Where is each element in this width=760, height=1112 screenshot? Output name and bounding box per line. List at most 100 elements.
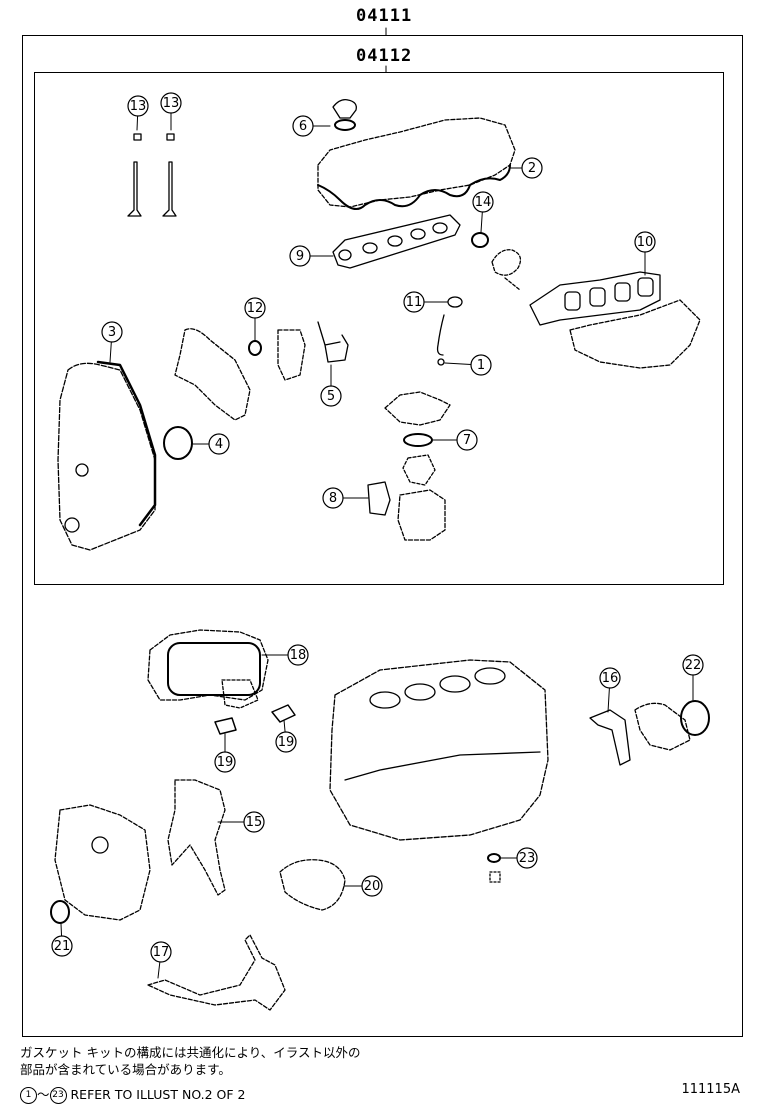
pipe-gasket-part [436,314,445,356]
callout-leader [157,961,161,979]
callout-number: 22 [685,658,702,673]
intake-manifold-gasket-part [332,214,461,269]
callout-circle [361,875,383,897]
callout-c14: 14 [472,191,494,233]
callout-number: 13 [130,99,147,114]
callout-c3: 3 [101,321,123,363]
figure-id: 111115A [681,1082,740,1097]
callout-c13b: 13 [160,92,182,131]
head-gasket-part [147,629,269,709]
callout-c20: 20 [343,875,383,897]
callout-circle [292,115,314,137]
callout-circle [208,433,230,455]
callout-circle [403,291,425,313]
callout-circle [160,92,182,114]
exhaust-manifold-gasket-part [529,271,701,369]
refer-note: 1〜23 REFER TO ILLUST NO.2 OF 2 [20,1086,246,1104]
callout-c1: 1 [444,354,492,376]
callout-number: 12 [247,301,264,316]
callout-number: 2 [528,161,536,176]
callout-number: 18 [290,648,307,663]
callout-circle [472,191,494,213]
callout-number: 7 [463,433,471,448]
bracket-gasket-part [317,321,349,363]
callout-circle [322,487,344,509]
callout-c8: 8 [322,487,369,509]
callout-number: 5 [327,389,335,404]
valve-seal-part [127,133,177,217]
callout-c18: 18 [261,644,309,666]
callout-number: 21 [54,939,71,954]
callout-number: 11 [406,295,423,310]
timing-cover-gasket-part [57,360,157,551]
callout-circle [243,811,265,833]
callout-number: 9 [296,249,304,264]
cover-plate-part [174,328,251,421]
outer-kit-code: 04111 [356,6,413,26]
callout-circle [320,385,342,407]
callout-c7: 7 [431,429,478,451]
callout-c6: 6 [292,115,331,137]
callout-circle [516,847,538,869]
callout-number: 19 [217,755,234,770]
outer-kit-frame [22,35,743,1037]
kit-note-line-2: 部品が含まれている場合があります。 [20,1062,231,1077]
callout-c4: 4 [191,433,230,455]
callout-number: 3 [108,325,116,340]
callout-number: 4 [215,437,223,452]
callout-number: 17 [153,945,170,960]
callout-circle [127,95,149,117]
callout-circle [634,231,656,253]
housing-part [491,249,522,291]
callout-number: 15 [246,815,263,830]
callout-number: 19 [278,735,295,750]
callout-circle [456,429,478,451]
cylinder-block-part [329,659,549,841]
callout-c11: 11 [403,291,449,313]
callout-number: 20 [364,879,381,894]
callout-circle [599,667,621,689]
callout-circle [682,654,704,676]
callout-leader [480,211,483,233]
callout-leader [60,923,63,937]
callout-c22: 22 [682,654,704,701]
callout-number: 13 [163,96,180,111]
callout-circle [287,644,309,666]
callout-number: 23 [519,851,536,866]
callout-circle [470,354,492,376]
range-tilde: 〜 [37,1087,50,1102]
callout-circle [150,941,172,963]
callout-circle [101,321,123,343]
callout-number: 14 [475,195,492,210]
callout-c16: 16 [599,667,621,713]
thermostat-gasket-part [403,433,433,447]
callout-c19a: 19 [214,733,236,773]
callout-number: 8 [329,491,337,506]
callout-circle [244,297,266,319]
callout-c19b: 19 [275,719,297,753]
kit-note-line-1: ガスケット キットの構成には共通化により、イラスト以外の [20,1045,361,1060]
callout-leader [136,115,139,131]
callout-circle [214,751,236,773]
o-ring-part [471,232,489,248]
callout-c15: 15 [217,811,265,833]
callout-c17: 17 [150,941,172,979]
refer-text: REFER TO ILLUST NO.2 OF 2 [70,1087,246,1102]
oil-seal-part [163,426,193,460]
callout-circle [51,935,73,957]
callout-c5: 5 [320,364,342,407]
callout-leader [607,687,610,713]
callout-leader [283,719,286,733]
callout-c21: 21 [51,923,73,957]
callout-leader [109,341,112,363]
callout-c12: 12 [244,297,266,341]
inner-kit-code: 04112 [356,46,413,66]
callout-circle [289,245,311,267]
callout-c10: 10 [634,231,656,276]
callout-number: 1 [477,358,485,373]
kit-note: ガスケット キットの構成には共通化により、イラスト以外の 部品が含まれている場合… [20,1044,360,1078]
head-cover-gasket-part [317,117,516,210]
callout-circle [521,157,543,179]
callout-number: 10 [637,235,654,250]
